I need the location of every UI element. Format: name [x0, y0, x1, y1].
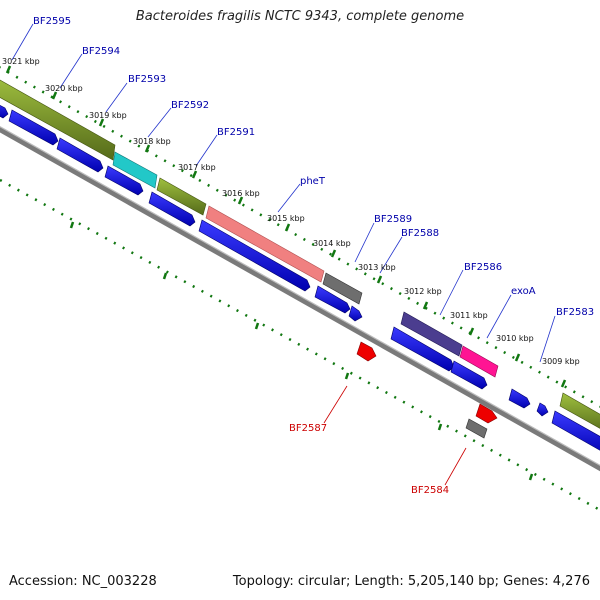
magenta-feature: [459, 345, 499, 378]
rev-gene-label-0: BF2587: [289, 423, 328, 434]
kbp-label-0: 3021 kbp: [2, 57, 40, 66]
cds-forward-track: [0, 104, 600, 451]
feature-track-upper: [0, 79, 600, 429]
red-cds-2: [475, 403, 498, 424]
genome-summary-text: Topology: circular; Length: 5,205,140 bp…: [232, 574, 590, 589]
olive-feature-2: [156, 177, 207, 216]
page-title: Bacteroides fragilis NCTC 9343, complete…: [135, 9, 465, 24]
gene-label-1: BF2594: [82, 46, 121, 57]
kbp-label-3: 3018 kbp: [133, 137, 171, 146]
kbp-label-6: 3015 kbp: [267, 214, 305, 223]
cyan-feature: [112, 151, 158, 189]
gray-feature-1: [322, 272, 363, 305]
pink-feature: [205, 205, 325, 283]
genome-backbone: [0, 126, 600, 472]
gene-label-7: BF2588: [401, 228, 440, 239]
kbp-label-1: 3020 kbp: [45, 84, 83, 93]
label-leaders: [11, 23, 556, 363]
gene-label-5: pheT: [300, 176, 325, 187]
kbp-label-7: 3014 kbp: [313, 239, 351, 248]
major-ticks: [5, 65, 567, 481]
gene-label-2: BF2593: [128, 74, 167, 85]
kbp-label-5: 3016 kbp: [222, 189, 260, 198]
red-cds-1: [356, 341, 377, 362]
gene-label-6: BF2589: [374, 214, 413, 225]
kbp-label-2: 3019 kbp: [89, 111, 127, 120]
kbp-label-10: 3011 kbp: [450, 311, 488, 320]
reverse-label-leaders: [323, 385, 467, 486]
gene-label-0: BF2595: [33, 16, 72, 27]
kbp-label-12: 3009 kbp: [542, 357, 580, 366]
gene-label-10: BF2583: [556, 307, 595, 318]
kbp-label-11: 3010 kbp: [496, 334, 534, 343]
rev-gene-label-1: BF2584: [411, 485, 450, 496]
gene-label-3: BF2592: [171, 100, 210, 111]
kbp-label-8: 3013 kbp: [358, 263, 396, 272]
tick-track-lower: [0, 178, 600, 512]
cds-reverse-track: [356, 341, 498, 439]
gene-label-9: exoA: [511, 286, 536, 297]
gene-label-4: BF2591: [217, 127, 256, 138]
olive-feature-1: [0, 79, 116, 161]
purple-feature: [400, 311, 463, 357]
olive-feature-3: [559, 392, 600, 429]
kbp-label-9: 3012 kbp: [404, 287, 442, 296]
gene-label-8: BF2586: [464, 262, 503, 273]
kbp-label-4: 3017 kbp: [178, 163, 216, 172]
accession-text: Accession: NC_003228: [9, 574, 157, 589]
gray-feature-2: [465, 418, 488, 439]
